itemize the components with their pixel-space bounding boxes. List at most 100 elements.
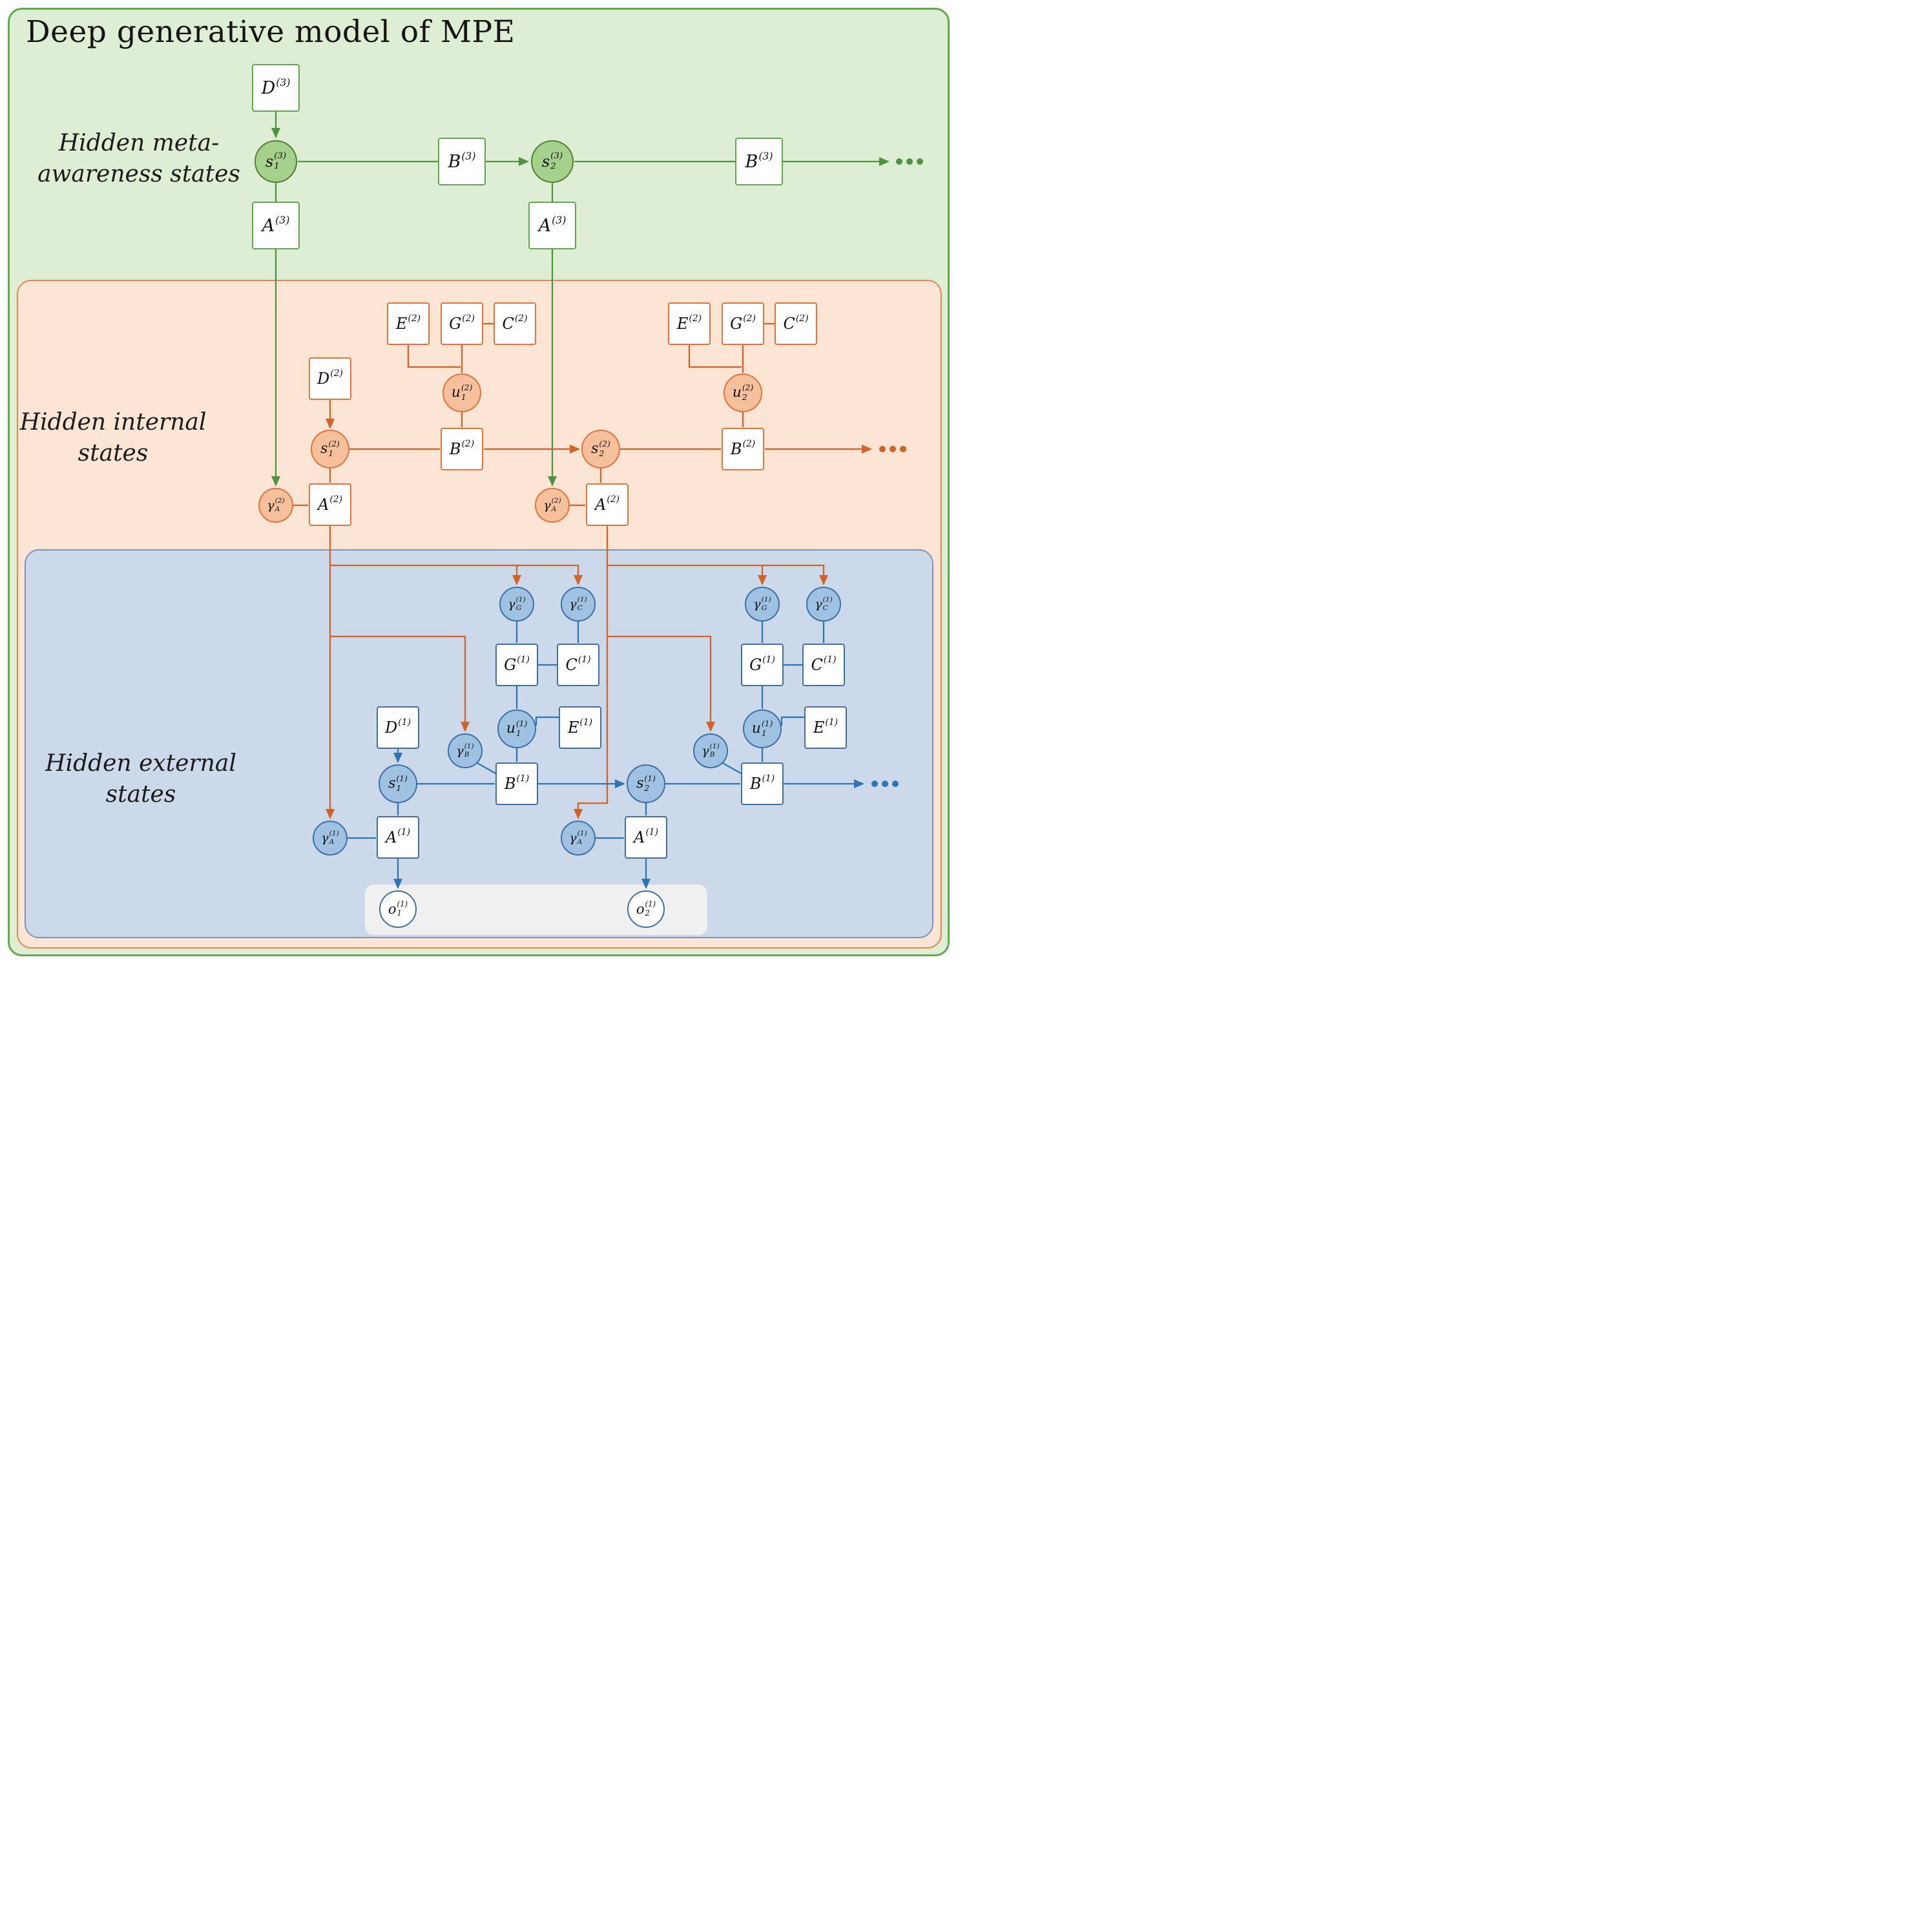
node-B3b: B(3) <box>735 138 783 185</box>
node-label: γ(1)C <box>815 595 833 612</box>
external-states-label: Hidden external states <box>37 748 244 810</box>
node-G2a: G(2) <box>441 302 483 345</box>
node-label: s(3)2 <box>541 151 563 171</box>
node-G1b: G(1) <box>741 644 784 686</box>
node-o2: o(1)2 <box>627 890 665 928</box>
node-gB1b: γ(1)B <box>693 733 728 768</box>
node-label: γ(1)A <box>321 829 339 846</box>
node-label: C(2) <box>783 313 809 333</box>
node-D3: D(3) <box>252 64 300 112</box>
node-gC1b: γ(1)C <box>806 587 841 622</box>
node-label: C(1) <box>811 655 837 674</box>
label-line-2: states <box>105 781 176 808</box>
node-label: γ(1)B <box>702 742 720 759</box>
node-gG1b: γ(1)G <box>745 587 780 622</box>
node-label: A(2) <box>594 494 620 514</box>
node-label: G(1) <box>749 655 775 674</box>
node-label: s(2)1 <box>320 439 340 458</box>
node-label: γ(1)B <box>456 742 474 759</box>
internal-states-label: Hidden internal states <box>16 407 210 468</box>
node-D1: D(1) <box>377 706 419 749</box>
node-B1b: B(1) <box>741 762 784 805</box>
node-gA1a: γ(1)A <box>313 821 348 856</box>
node-C1b: C(1) <box>802 644 845 686</box>
node-gB1a: γ(1)B <box>448 733 483 768</box>
node-label: u(2)2 <box>732 383 754 402</box>
label-line-2: awareness states <box>37 160 240 187</box>
node-gC1a: γ(1)C <box>561 587 596 622</box>
node-label: D(2) <box>317 368 343 388</box>
node-label: G(2) <box>449 313 475 333</box>
node-C2a: C(2) <box>494 302 536 345</box>
node-label: E(1) <box>813 717 838 737</box>
node-label: o(1)2 <box>636 899 656 918</box>
node-u1-1b: u(1)1 <box>743 709 782 748</box>
node-label: C(2) <box>502 313 528 333</box>
node-label: γ(2)A <box>543 496 561 513</box>
label-line-1: Hidden meta- <box>58 130 220 156</box>
node-B1a: B(1) <box>495 762 538 805</box>
node-A3a: A(3) <box>252 202 300 249</box>
node-label: G(1) <box>504 655 530 674</box>
node-B2a: B(2) <box>441 428 483 470</box>
meta-awareness-label: Hidden meta- awareness states <box>36 128 242 189</box>
node-s2-3: s(3)2 <box>531 140 574 183</box>
node-gA2a: γ(2)A <box>258 488 293 523</box>
node-label: G(2) <box>730 313 756 333</box>
node-gA1b: γ(1)A <box>561 821 596 856</box>
label-line-1: Hidden internal <box>19 409 207 436</box>
node-label: B(2) <box>730 439 756 458</box>
node-D2: D(2) <box>309 357 351 400</box>
node-label: D(1) <box>385 717 411 737</box>
node-gG1a: γ(1)G <box>499 587 534 622</box>
node-o1: o(1)1 <box>379 890 417 928</box>
node-label: E(2) <box>395 313 421 333</box>
node-label: D(3) <box>261 76 291 98</box>
node-label: A(1) <box>633 827 659 846</box>
node-E2b: E(2) <box>668 302 711 345</box>
node-s2-1: s(1)2 <box>627 764 665 803</box>
node-C2b: C(2) <box>775 302 817 345</box>
node-label: B(3) <box>448 150 476 172</box>
node-A2b: A(2) <box>586 483 629 526</box>
node-A2a: A(2) <box>309 483 351 526</box>
label-line-1: Hidden external <box>45 750 236 777</box>
node-label: o(1)1 <box>388 899 408 918</box>
node-label: s(2)2 <box>591 439 610 458</box>
node-G1a: G(1) <box>495 644 538 686</box>
node-C1a: C(1) <box>557 644 599 686</box>
node-label: γ(1)G <box>508 595 526 612</box>
node-label: C(1) <box>565 655 591 674</box>
node-s1-2: s(2)1 <box>311 430 349 468</box>
node-E2a: E(2) <box>387 302 430 345</box>
figure-title: Deep generative model of MPE <box>26 14 515 50</box>
node-label: γ(1)C <box>569 595 587 612</box>
node-B2b: B(2) <box>722 428 764 470</box>
node-s1-3: s(3)1 <box>255 140 297 183</box>
node-B3a: B(3) <box>438 138 486 185</box>
node-gA2b: γ(2)A <box>535 488 570 523</box>
node-label: s(1)1 <box>388 774 408 793</box>
node-label: B(2) <box>449 439 475 458</box>
node-A1a: A(1) <box>377 816 419 859</box>
node-label: B(1) <box>749 773 775 793</box>
node-label: E(1) <box>567 717 593 737</box>
node-label: B(1) <box>504 773 530 793</box>
node-label: s(1)2 <box>636 774 656 793</box>
node-label: u(2)1 <box>451 383 473 402</box>
nodes-layer: D(3) s(3)1 B(3) s(3)2 B(3) A(3) A(3) E(2) G(2) C(… <box>0 0 958 966</box>
node-u2-2: u(2)2 <box>724 373 762 412</box>
node-s2-2: s(2)2 <box>581 430 620 468</box>
node-label: B(3) <box>745 150 773 172</box>
node-G2b: G(2) <box>722 302 764 345</box>
node-label: γ(2)A <box>267 496 285 513</box>
node-label: A(3) <box>538 214 567 236</box>
node-label: A(2) <box>317 494 343 514</box>
node-label: A(3) <box>262 214 290 236</box>
node-label: γ(1)G <box>753 595 771 612</box>
node-s1-1: s(1)1 <box>379 764 417 803</box>
node-label: A(1) <box>385 827 411 846</box>
figure-canvas: Deep generative model of MPE Hidden meta… <box>0 0 958 966</box>
node-label: u(1)1 <box>506 719 528 738</box>
node-E1b: E(1) <box>804 706 847 749</box>
